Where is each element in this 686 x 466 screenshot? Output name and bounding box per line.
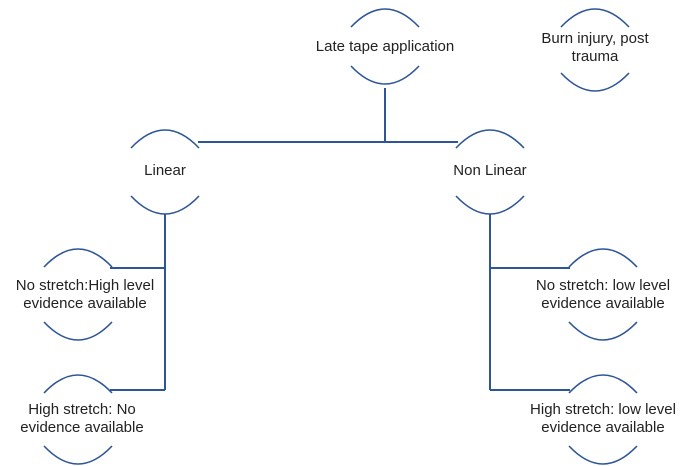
node-linear: Linear [130, 129, 200, 215]
node-label-line: Linear [144, 162, 186, 179]
node-top-arc [455, 129, 525, 149]
edge-nonlinear-to-children [489, 214, 570, 391]
node-linear-high-stretch: High stretch: No evidence available [20, 374, 144, 465]
node-bottom-arc [350, 65, 420, 85]
node-label-line: No stretch:High level [16, 277, 154, 294]
node-bottom-arc [568, 445, 638, 465]
node-nonlinear-high-stretch: High stretch: low level evidence availab… [530, 374, 676, 465]
node-top-arc [43, 248, 113, 268]
node-top-arc [43, 374, 113, 394]
node-label-line: High stretch: low level [530, 401, 676, 418]
edge-linear-to-children [110, 214, 166, 391]
node-label-line: Burn injury, post [541, 30, 649, 47]
node-late-tape-application: Late tape application [316, 8, 454, 85]
node-label-line: Late tape application [316, 38, 454, 55]
node-nonlinear-no-stretch: No stretch: low level evidence available [536, 248, 670, 341]
node-non-linear: Non Linear [453, 129, 527, 215]
node-bottom-arc [130, 195, 200, 215]
node-bottom-arc [568, 321, 638, 341]
node-label-line: High stretch: No [28, 401, 136, 418]
node-top-arc [560, 8, 630, 28]
node-label-line: evidence available [541, 419, 664, 436]
node-label-line: Non Linear [453, 162, 526, 179]
node-label-line: evidence available [23, 295, 146, 312]
node-bottom-arc [455, 195, 525, 215]
node-burn-injury-post-trauma: Burn injury, post trauma [541, 8, 649, 92]
node-top-arc [568, 374, 638, 394]
node-top-arc [568, 248, 638, 268]
node-label-line: trauma [572, 48, 619, 65]
node-bottom-arc [43, 321, 113, 341]
node-label-line: evidence available [541, 295, 664, 312]
node-label-line: evidence available [20, 419, 143, 436]
node-top-arc [350, 8, 420, 28]
node-top-arc [130, 129, 200, 149]
node-bottom-arc [43, 445, 113, 465]
edge-root-to-branches [198, 88, 458, 143]
connectors [110, 88, 570, 391]
node-linear-no-stretch: No stretch:High level evidence available [16, 248, 154, 341]
node-label-line: No stretch: low level [536, 277, 670, 294]
node-bottom-arc [560, 72, 630, 92]
